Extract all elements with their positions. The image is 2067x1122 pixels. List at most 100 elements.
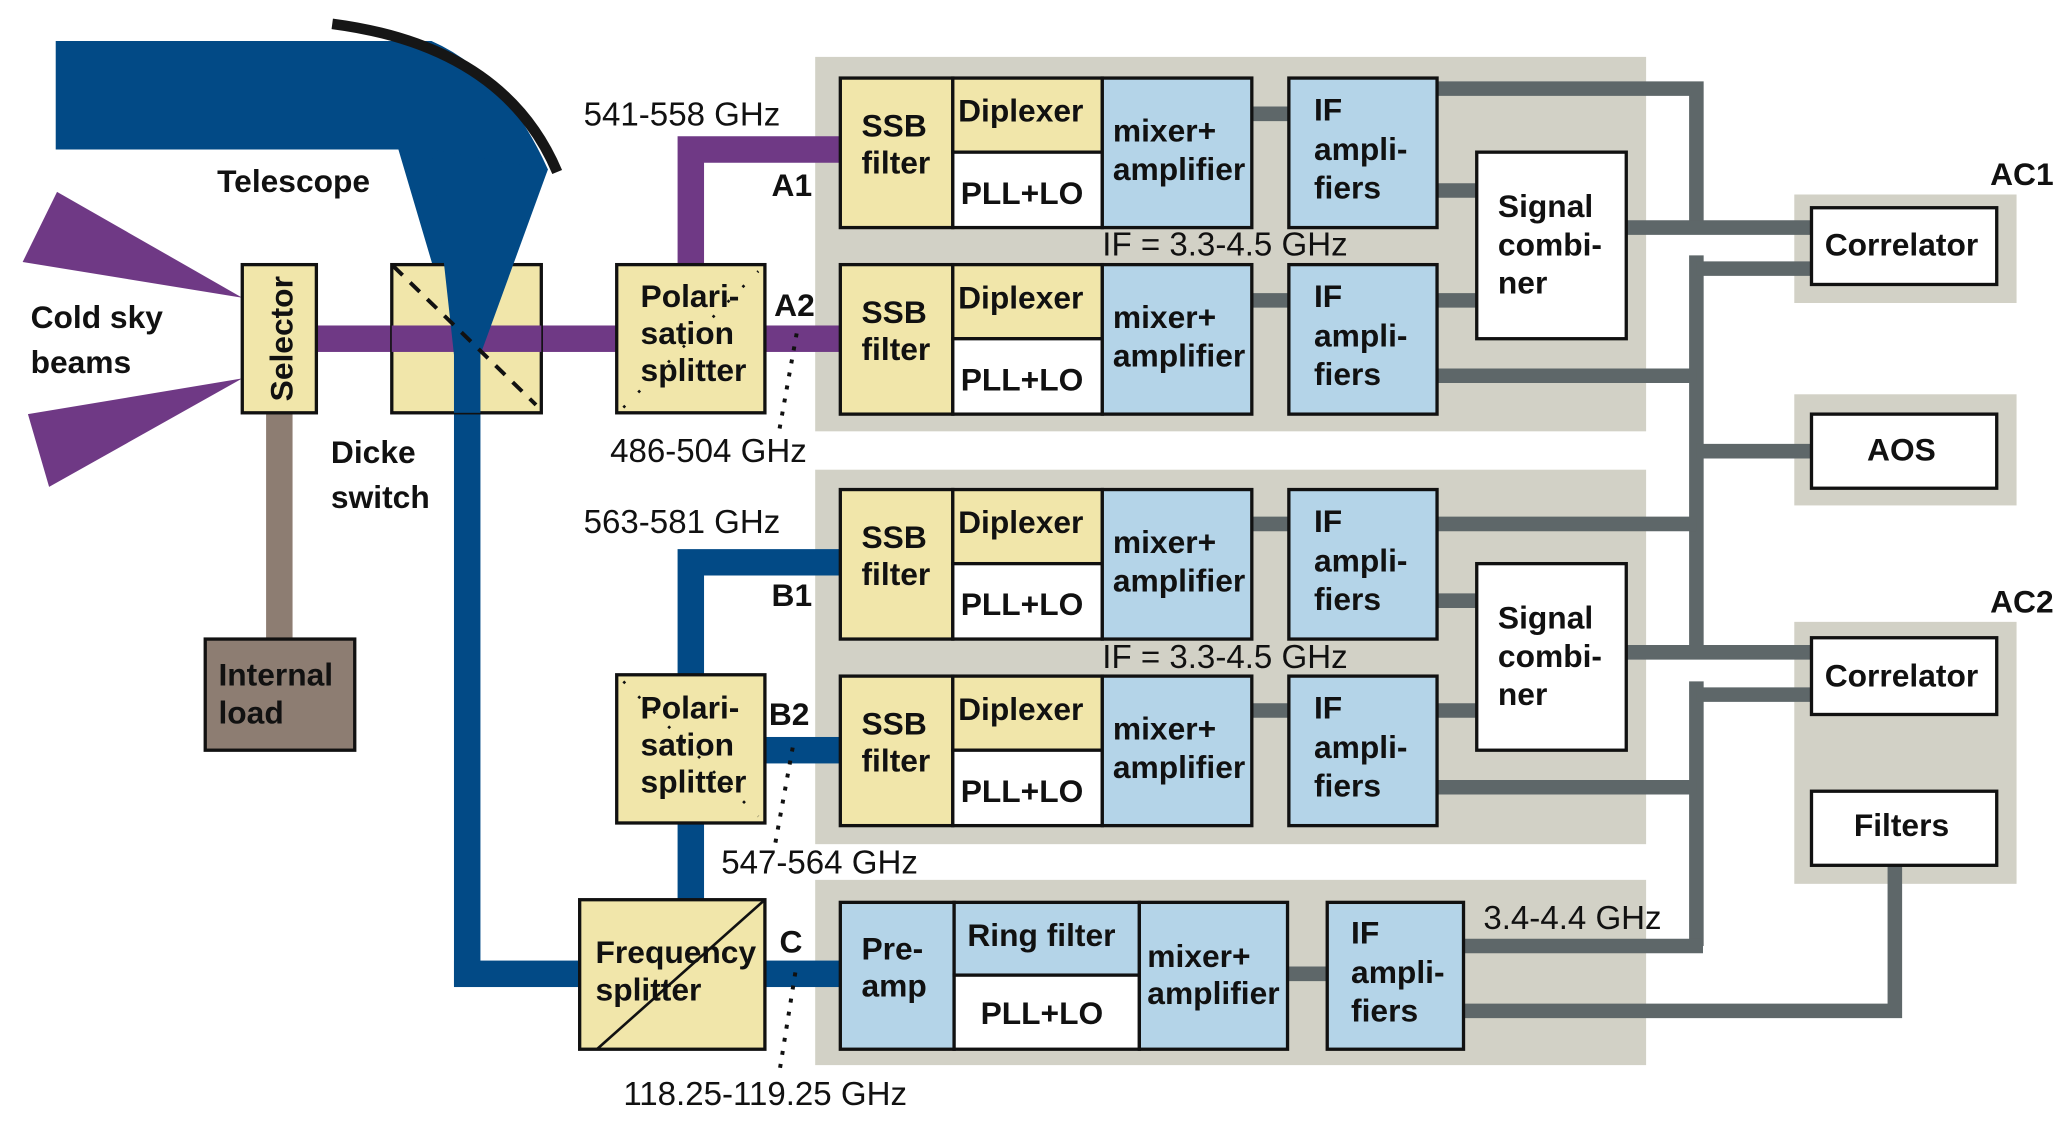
- if-amp-label2-b1: ampli-: [1314, 543, 1408, 579]
- if-amp-c-box: [1325, 900, 1466, 1051]
- polarisation-splitter-b: [615, 673, 767, 825]
- pll-lo-label-b1: PLL+LO: [961, 586, 1084, 622]
- mixer-c-box: [1137, 900, 1290, 1051]
- mixer-a1: [1100, 76, 1254, 230]
- ssb-label-a2: SSB: [861, 294, 926, 330]
- diplexer-b2: [951, 674, 1104, 752]
- if-amp-label-b1: IF: [1314, 503, 1342, 539]
- internal-load-box: [203, 637, 357, 752]
- ssb-filter-a1: [838, 76, 955, 230]
- pll-lo-label-a1: PLL+LO: [961, 175, 1084, 211]
- internal-load-label-2: load: [218, 695, 283, 731]
- telescope-beam-cone: [431, 149, 548, 355]
- if-amp-label3-a2: fiers: [1314, 356, 1381, 392]
- if-amp-label-a2: IF: [1314, 278, 1342, 314]
- frequency-splitter-diagonal: [595, 898, 766, 1051]
- mixer-label2-a1: amplifier: [1113, 151, 1245, 187]
- if-amp-b2: [1287, 674, 1439, 828]
- channel-c: Pre- amp Ring filter PLL+LO mixer+ ampli…: [838, 900, 1466, 1051]
- ac1-label: AC1: [1990, 156, 2054, 192]
- tag-b2: B2: [769, 696, 810, 732]
- dicke-mirror: [391, 264, 538, 407]
- polarisation-splitter-a: [615, 262, 767, 415]
- freq-c: 118.25-119.25 GHz: [623, 1076, 907, 1113]
- ssb-label2-b1: filter: [861, 556, 930, 592]
- correlator-ac1-box: [1809, 206, 1999, 287]
- telescope-beam-dicke: [453, 337, 481, 413]
- freq-splitter-label-2: splitter: [596, 971, 702, 1007]
- pll-lo-a2: [951, 337, 1104, 416]
- if-amp-label-b2: IF: [1314, 689, 1342, 725]
- telescope-beam-to-freq-splitter: [453, 960, 587, 988]
- beam-b2: [762, 736, 842, 764]
- ac2-label: AC2: [1990, 584, 2054, 620]
- correlator-ac1-label: Correlator: [1825, 226, 1979, 262]
- pll-lo-b2: [951, 748, 1104, 828]
- ssb-label2-b2: filter: [861, 742, 930, 778]
- mixer-b2: [1100, 674, 1254, 828]
- if-amp-label2-b2: ampli-: [1314, 729, 1408, 765]
- telescope-mirror: [331, 18, 563, 175]
- if-amp-c-label-1: IF: [1351, 914, 1379, 950]
- mixer-label-b2: mixer+: [1113, 711, 1216, 747]
- pll-lo-label-b2: PLL+LO: [961, 773, 1084, 809]
- ssb-label-a1: SSB: [861, 107, 926, 143]
- filters-box: [1809, 789, 1999, 867]
- tag-a1: A1: [772, 167, 813, 203]
- tag-b1: B1: [772, 577, 813, 613]
- pll-lo-c-label: PLL+LO: [981, 995, 1104, 1031]
- aos-label: AOS: [1867, 431, 1936, 467]
- pol-b-label-1: Polari-: [641, 689, 740, 725]
- mixer-label-b1: mixer+: [1113, 524, 1216, 560]
- correlator-ac2-label: Correlator: [1825, 658, 1979, 694]
- mixer-b1: [1100, 487, 1254, 641]
- ssb-filter-b1: [838, 487, 955, 641]
- mixer-label2-b1: amplifier: [1113, 562, 1245, 598]
- freq-b1: 563-581 GHz: [584, 504, 781, 541]
- signal-combiner-b: [1475, 561, 1628, 752]
- if-amp-label-a1: IF: [1314, 91, 1342, 127]
- if-amp-label2-a2: ampli-: [1314, 318, 1408, 354]
- correlator-ac2-box: [1809, 636, 1999, 717]
- freq-a2: 486-504 GHz: [610, 433, 807, 470]
- diplexer-b1: [951, 487, 1104, 566]
- telescope-label: Telescope: [217, 163, 370, 199]
- cold-sky-label-2: beams: [31, 344, 132, 380]
- mixer-label2-b2: amplifier: [1113, 749, 1245, 785]
- preamp-label-2: amp: [861, 967, 926, 1003]
- diplexer-label-a1: Diplexer: [958, 93, 1083, 129]
- mixer-label2-a2: amplifier: [1113, 338, 1245, 374]
- ring-filter-label: Ring filter: [967, 917, 1115, 953]
- freq-if-c: 3.4-4.4 GHz: [1483, 900, 1661, 937]
- internal-load-link: [266, 412, 293, 641]
- signal-combiner-b-label-2: combi-: [1498, 638, 1602, 674]
- freq-a1: 541-558 GHz: [584, 97, 781, 134]
- ssb-label2-a2: filter: [861, 331, 930, 367]
- freq-if-a: IF = 3.3-4.5 GHz: [1102, 226, 1347, 263]
- pll-lo-b1: [951, 561, 1104, 641]
- if-amp-c-label-2: ampli-: [1351, 954, 1445, 990]
- pol-b-label-2: sation: [641, 726, 735, 762]
- if-amp-c-label-3: fiers: [1351, 992, 1418, 1028]
- frequency-splitter: [578, 898, 767, 1051]
- pol-a-label-1: Polari-: [641, 278, 740, 314]
- pll-lo-label-a2: PLL+LO: [961, 361, 1084, 397]
- dicke-label-1: Dicke: [331, 434, 416, 470]
- diplexer-label-a2: Diplexer: [958, 279, 1083, 315]
- internal-load-label-1: Internal: [218, 656, 333, 692]
- ssb-filter-a2: [838, 262, 955, 416]
- signal-combiner-a-label-3: ner: [1498, 265, 1547, 301]
- if-amp-label3-b2: fiers: [1314, 768, 1381, 804]
- ssb-label-b2: SSB: [861, 705, 926, 741]
- signal-combiner-b-label-3: ner: [1498, 676, 1547, 712]
- signal-combiner-a-label-2: combi-: [1498, 226, 1602, 262]
- tag-c: C: [779, 924, 802, 960]
- if-amp-label3-a1: fiers: [1314, 169, 1381, 205]
- diplexer-label-b2: Diplexer: [958, 691, 1083, 727]
- beam-a1: [677, 136, 841, 265]
- ssb-label2-a1: filter: [861, 144, 930, 180]
- selector-box: [240, 262, 319, 415]
- if-amp-a2: [1287, 262, 1439, 416]
- diplexer-a1: [951, 76, 1104, 154]
